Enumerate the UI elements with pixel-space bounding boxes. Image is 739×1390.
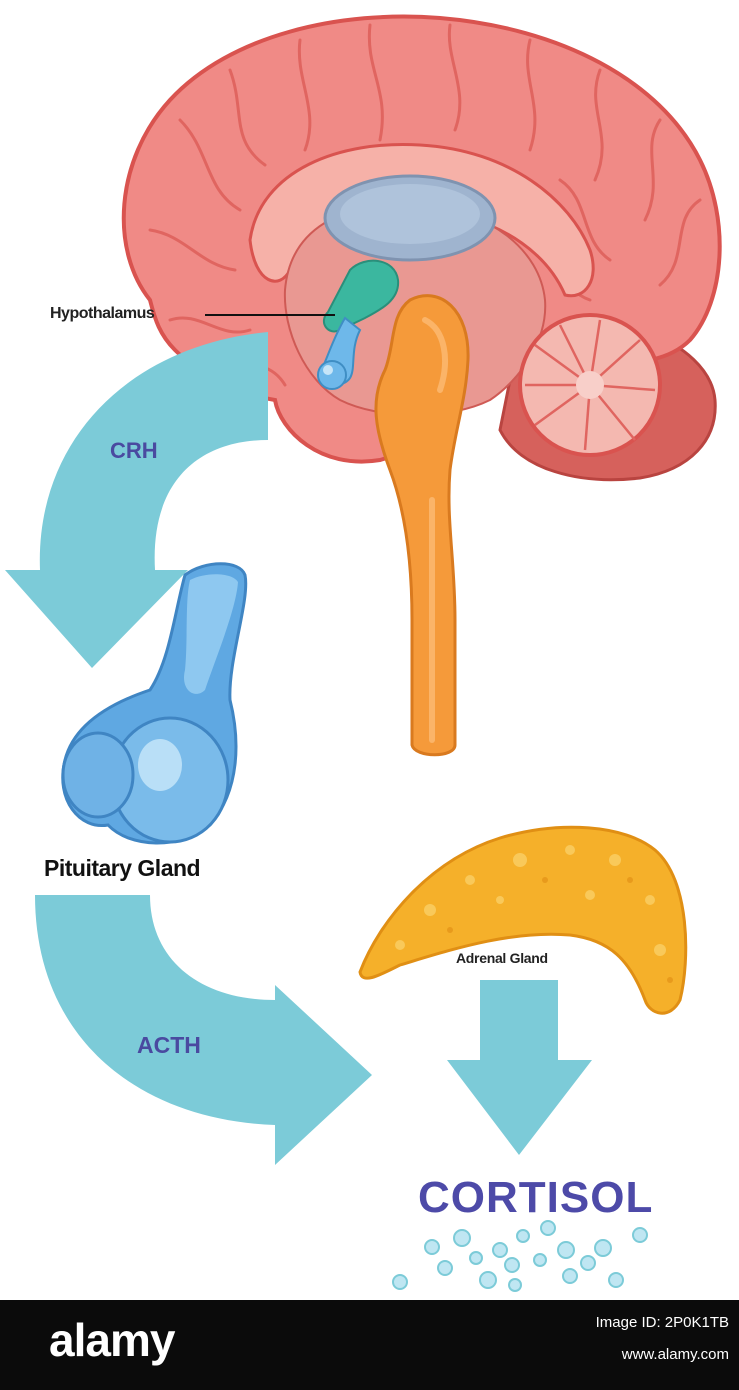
cortisol-molecules	[392, 1220, 648, 1292]
acth-arrow	[35, 895, 372, 1165]
cortisol-label: CORTISOL	[418, 1173, 654, 1222]
hpa-axis-diagram	[5, 14, 722, 1292]
acth-label: ACTH	[137, 1032, 201, 1058]
crh-arrow	[5, 332, 268, 668]
crh-label: CRH	[110, 438, 158, 463]
brain-illustration	[121, 14, 722, 757]
brainstem	[374, 294, 470, 757]
cerebellum	[518, 313, 662, 457]
adrenal-gland-label: Adrenal Gland	[456, 950, 548, 966]
watermark-footer	[0, 1300, 739, 1390]
hypothalamus-label: Hypothalamus	[50, 305, 155, 322]
adrenal-gland-illustration	[358, 825, 688, 1015]
hypothalamus	[322, 259, 400, 333]
site-url: www.alamy.com	[621, 1346, 729, 1363]
cortisol-arrow	[447, 980, 592, 1155]
image-id-text: Image ID: 2P0K1TB	[595, 1314, 729, 1331]
pituitary-gland-illustration	[61, 562, 248, 845]
alamy-logo: alamy	[49, 1314, 175, 1366]
pituitary-gland-label: Pituitary Gland	[44, 855, 201, 881]
